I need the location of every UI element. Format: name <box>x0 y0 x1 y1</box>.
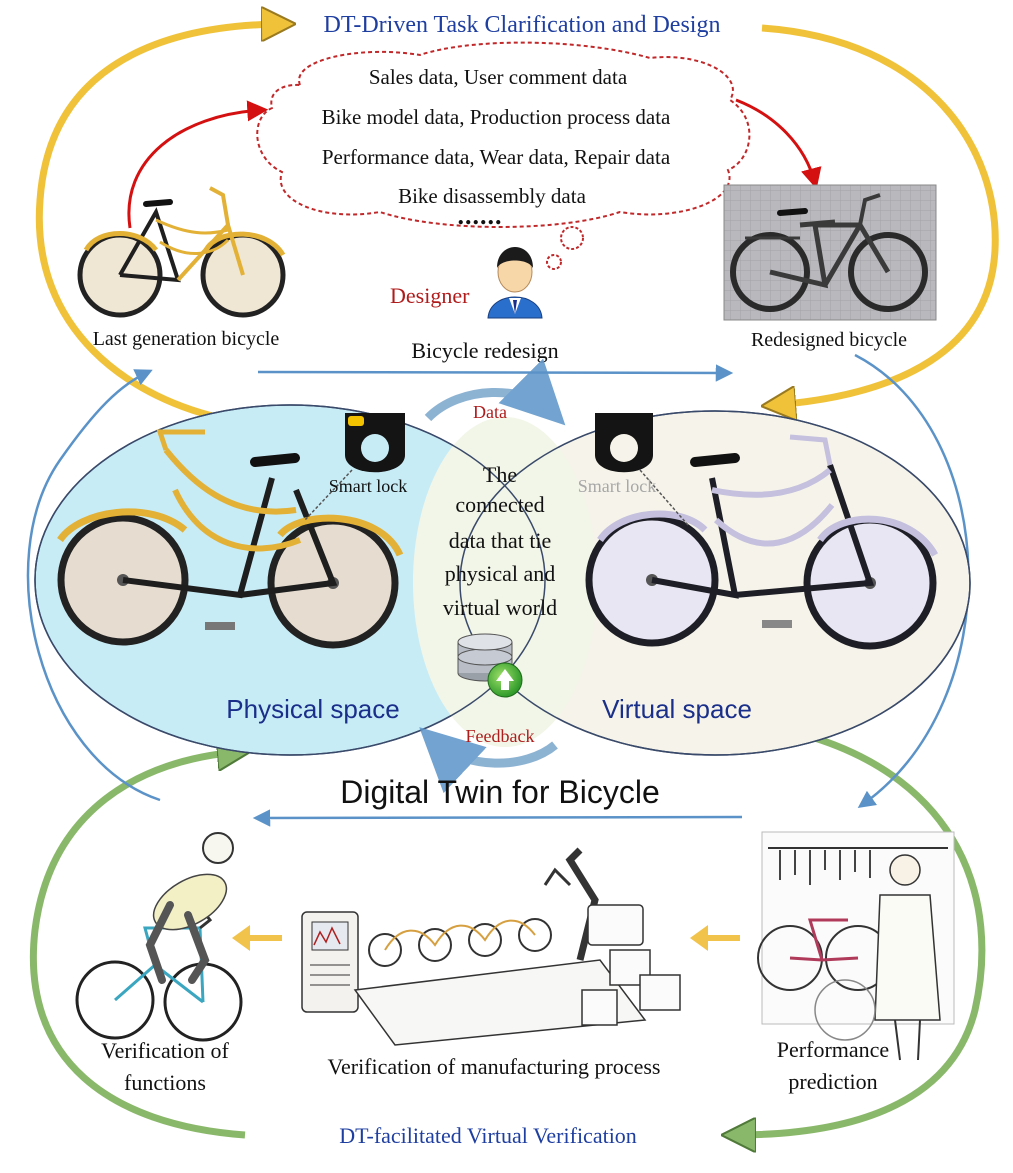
designer-icon <box>487 247 543 319</box>
redesigned-label: Redesigned bicycle <box>751 329 907 351</box>
verification-manufacturing-label: Verification of manufacturing process <box>328 1054 661 1079</box>
yellow-arrow-left-1 <box>232 925 282 951</box>
feedback-arrow <box>419 727 558 794</box>
verification-flow-arrow <box>252 809 743 827</box>
main-title: Digital Twin for Bicycle <box>340 774 660 810</box>
verification-functions-line-2: functions <box>124 1070 206 1095</box>
virtual-space-label: Virtual space <box>602 694 752 724</box>
center-line-4: physical and <box>445 561 556 586</box>
designer-figure: Designer <box>390 247 543 319</box>
performance-prediction-line-2: prediction <box>788 1069 877 1094</box>
data-label: Data <box>473 402 507 422</box>
redesign-label: Bicycle redesign <box>411 338 558 363</box>
feedback-label: Feedback <box>466 726 535 746</box>
thought-bubble-small <box>546 254 562 270</box>
top-title: DT-Driven Task Clarification and Design <box>324 12 721 38</box>
cloud-ellipsis: ...... <box>458 201 503 230</box>
data-cloud: Sales data, User comment data Bike model… <box>256 41 751 270</box>
cloud-line-1: Sales data, User comment data <box>369 65 628 89</box>
center-line-1: The <box>483 462 517 487</box>
smart-lock-virtual-label: Smart lock <box>578 476 657 496</box>
bottom-title: DT-facilitated Virtual Verification <box>339 1123 637 1148</box>
center-line-3: data that tie <box>449 528 552 553</box>
cloud-line-3: Performance data, Wear data, Repair data <box>322 145 671 169</box>
designer-label: Designer <box>390 283 470 308</box>
verification-functions-line-1: Verification of <box>101 1038 229 1063</box>
red-arrow-to-cloud <box>127 100 269 229</box>
workshop-image <box>757 831 955 1061</box>
yellow-arrow-left-2 <box>690 925 740 951</box>
physical-space-label: Physical space <box>226 694 399 724</box>
manufacturing-line-image <box>301 847 681 1046</box>
performance-prediction-line-1: Performance <box>777 1037 889 1062</box>
last-gen-bicycle-image <box>77 186 286 318</box>
last-gen-label: Last generation bicycle <box>93 328 280 350</box>
virtual-bicycle <box>585 434 939 650</box>
physical-smart-lock-icon <box>345 413 405 473</box>
green-arc-bottom-right <box>735 731 986 1135</box>
redesigned-bicycle-image <box>723 184 937 321</box>
blue-loop-left <box>26 369 161 802</box>
cyclist-image <box>75 832 243 1042</box>
smart-lock-physical-label: Smart lock <box>329 476 408 496</box>
yellow-arc-top-right <box>762 24 999 405</box>
red-arrow-to-redesigned <box>735 98 822 190</box>
center-description: The connected data that tie physical and… <box>443 462 557 620</box>
cloud-line-2: Bike model data, Production process data <box>322 105 671 129</box>
green-arc-bottom-left <box>30 752 245 1139</box>
physical-bicycle <box>57 429 404 649</box>
center-line-2: connected <box>455 492 544 517</box>
virtual-smart-lock-icon <box>595 413 653 473</box>
center-line-5: virtual world <box>443 595 557 620</box>
database-upload-icon <box>457 633 523 698</box>
data-arrow <box>424 358 566 426</box>
thought-bubble-large <box>560 226 584 250</box>
cloud-outline <box>256 41 751 228</box>
cloud-line-4: Bike disassembly data <box>398 184 586 208</box>
redesign-flow-arrow <box>257 364 734 382</box>
